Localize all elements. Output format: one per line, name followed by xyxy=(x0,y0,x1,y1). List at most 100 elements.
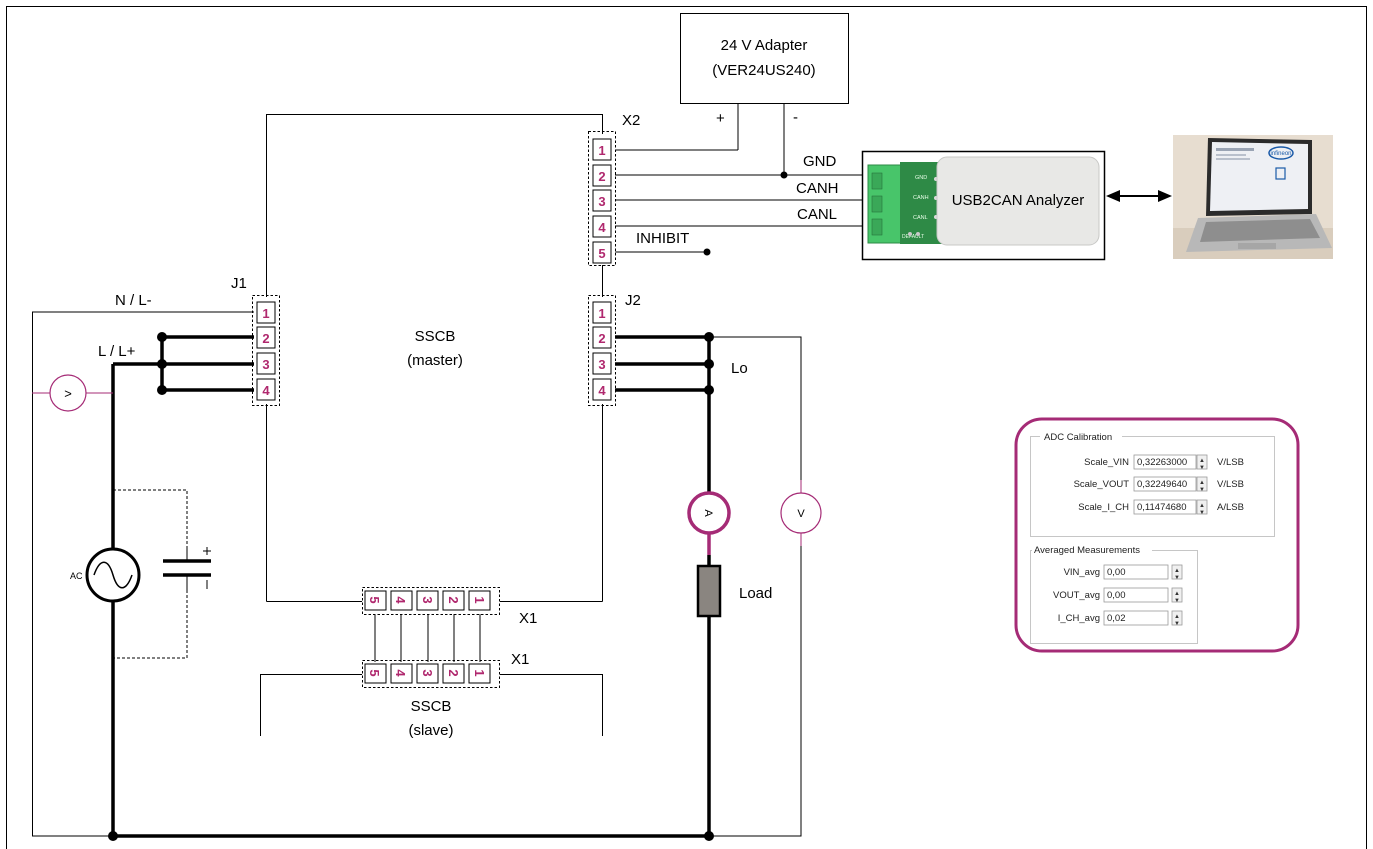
x1-master-connector: 5 4 3 2 1 xyxy=(362,587,500,615)
neutral-label: N / L- xyxy=(115,292,152,309)
svg-text:2: 2 xyxy=(598,169,605,184)
spin-up-icon[interactable]: ▲ xyxy=(1174,614,1180,620)
x1-master-pin: 3 xyxy=(416,590,439,611)
adapter-plus-label: + xyxy=(716,110,725,127)
spin-down-icon[interactable]: ▼ xyxy=(1174,575,1180,581)
x2-pin: 1 xyxy=(592,138,612,161)
j1-pin: 2 xyxy=(256,326,276,349)
usb2can-analyzer: GND CANH CANL DEFAULT USB2CAN Analyzer xyxy=(861,150,1106,261)
inhibit-label: INHIBIT xyxy=(636,230,689,247)
j1-pin: 3 xyxy=(256,352,276,375)
svg-text:3: 3 xyxy=(420,669,435,676)
left-voltmeter xyxy=(49,374,87,412)
svg-text:5: 5 xyxy=(367,596,382,603)
outer-frame xyxy=(6,6,1367,849)
pcb-mark-canl: CANL xyxy=(913,215,928,221)
j2-pin: 3 xyxy=(592,352,612,375)
measurements-group-title: Averaged Measurements xyxy=(1034,545,1140,556)
canl-label: CANL xyxy=(797,206,837,223)
svg-text:3: 3 xyxy=(420,596,435,603)
vin-avg-label: VIN_avg xyxy=(1064,567,1100,578)
x2-label: X2 xyxy=(622,112,640,129)
analyzer-label: USB2CAN Analyzer xyxy=(952,192,1085,209)
canh-label: CANH xyxy=(796,180,839,197)
line-label: L / L+ xyxy=(98,343,136,360)
svg-text:1: 1 xyxy=(472,669,487,676)
scale-vin-value[interactable]: 0,32263000 xyxy=(1137,457,1187,468)
j1-pin: 4 xyxy=(256,378,276,401)
spin-down-icon[interactable]: ▼ xyxy=(1199,487,1205,493)
spin-up-icon[interactable]: ▲ xyxy=(1199,503,1205,509)
x1-master-pin: 2 xyxy=(442,590,465,611)
spin-down-icon[interactable]: ▼ xyxy=(1199,510,1205,516)
master-role: (master) xyxy=(407,352,463,369)
calibration-group-title: ADC Calibration xyxy=(1044,432,1112,443)
ammeter-label: A xyxy=(702,509,714,517)
vout-avg-value[interactable]: 0,00 xyxy=(1107,590,1126,601)
laptop-brand-logo: infineon xyxy=(1270,151,1291,157)
x1-slave-pin: 5 xyxy=(364,663,387,684)
x1-slave-label: X1 xyxy=(511,651,529,668)
laptop-image: infineon xyxy=(1173,135,1333,259)
double-arrow xyxy=(1106,190,1172,202)
j1-connector: 1 2 3 4 xyxy=(252,295,280,406)
j1-pin: 1 xyxy=(256,301,276,324)
j2-connector: 1 2 3 4 xyxy=(588,295,616,406)
scale-vout-value[interactable]: 0,32249640 xyxy=(1137,479,1187,490)
x2-pin: 4 xyxy=(592,215,612,238)
x2-pin: 2 xyxy=(592,164,612,187)
svg-text:1: 1 xyxy=(598,306,605,321)
x2-pin: 5 xyxy=(592,241,612,264)
ich-avg-label: I_CH_avg xyxy=(1058,613,1100,624)
load-resistor xyxy=(696,564,722,618)
j2-pin: 4 xyxy=(592,378,612,401)
x2-pin: 3 xyxy=(592,189,612,212)
spin-up-icon[interactable]: ▲ xyxy=(1174,591,1180,597)
svg-text:5: 5 xyxy=(367,669,382,676)
inhibit-terminal xyxy=(703,248,711,256)
j2-pin: 2 xyxy=(592,326,612,349)
svg-text:3: 3 xyxy=(262,357,269,372)
svg-text:5: 5 xyxy=(598,246,605,261)
load-output-label: Lo xyxy=(731,360,748,377)
spin-down-icon[interactable]: ▼ xyxy=(1199,465,1205,471)
gnd-label: GND xyxy=(803,153,837,170)
x1-master-pin: 5 xyxy=(364,590,387,611)
analyzer-case xyxy=(936,156,1100,246)
sscb-slave-outline xyxy=(260,674,362,736)
calibration-group xyxy=(1030,436,1275,537)
svg-text:2: 2 xyxy=(446,596,461,603)
x1-master-label: X1 xyxy=(519,610,537,627)
spin-up-icon[interactable]: ▲ xyxy=(1174,568,1180,574)
x1-slave-pin: 2 xyxy=(442,663,465,684)
svg-text:1: 1 xyxy=(598,143,605,158)
svg-text:4: 4 xyxy=(598,220,606,235)
j2-label: J2 xyxy=(625,292,641,309)
svg-text:4: 4 xyxy=(393,596,408,604)
left-voltmeter-label: > xyxy=(64,386,72,401)
svg-text:2: 2 xyxy=(598,331,605,346)
scale-ich-unit: A/LSB xyxy=(1217,502,1244,513)
ac-label: AC xyxy=(70,571,83,581)
vin-avg-value[interactable]: 0,00 xyxy=(1107,567,1126,578)
ich-avg-value[interactable]: 0,02 xyxy=(1107,613,1126,624)
svg-text:4: 4 xyxy=(393,669,408,677)
scale-ich-value[interactable]: 0,11474680 xyxy=(1137,502,1187,513)
pcb-mark-canh: CANH xyxy=(913,195,929,201)
spin-up-icon[interactable]: ▲ xyxy=(1199,480,1205,486)
slave-name: SSCB xyxy=(411,698,452,715)
x1-slave-pin: 1 xyxy=(468,663,491,684)
x1-slave-pin: 4 xyxy=(390,663,413,684)
scale-vout-label: Scale_VOUT xyxy=(1074,479,1130,490)
svg-text:1: 1 xyxy=(472,596,487,603)
spin-down-icon[interactable]: ▼ xyxy=(1174,621,1180,627)
svg-text:3: 3 xyxy=(598,357,605,372)
right-voltmeter-label: V xyxy=(797,508,805,520)
x1-master-pin: 4 xyxy=(390,590,413,611)
svg-text:2: 2 xyxy=(446,669,461,676)
spin-up-icon[interactable]: ▲ xyxy=(1199,458,1205,464)
j1-label: J1 xyxy=(231,275,247,292)
spin-down-icon[interactable]: ▼ xyxy=(1174,598,1180,604)
x2-connector: 1 2 3 4 5 xyxy=(588,131,616,266)
